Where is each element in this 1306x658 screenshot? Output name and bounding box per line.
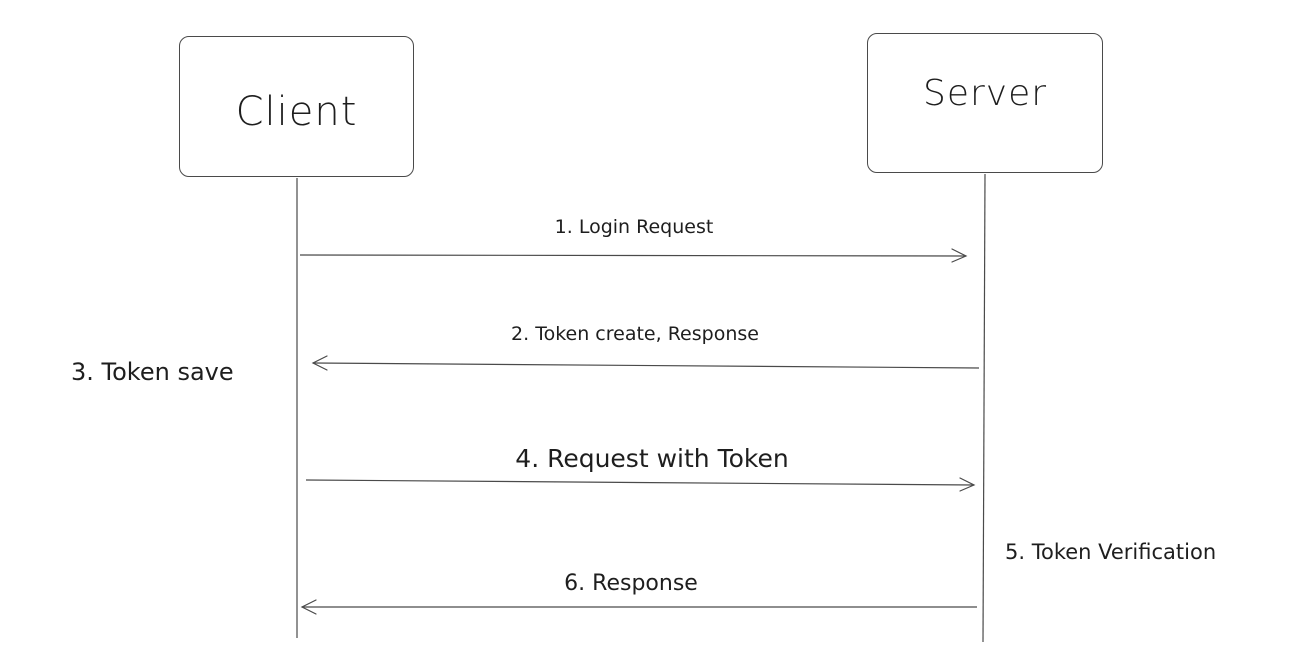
arrow-response: [300, 599, 977, 615]
note-token-save: 3. Token save: [71, 358, 234, 386]
arrow-request-with-token: [305, 477, 976, 492]
server-label: Server: [922, 72, 1048, 114]
client-participant: Client: [179, 36, 414, 177]
server-participant: Server: [867, 33, 1103, 173]
client-label: Client: [235, 88, 358, 135]
arrow-login-request: [299, 248, 968, 263]
note-token-verification: 5. Token Verification: [1005, 540, 1217, 564]
message-request-with-token: 4. Request with Token: [515, 444, 789, 473]
message-login-request: 1. Login Request: [554, 216, 714, 238]
server-lifeline: [982, 173, 986, 643]
arrow-token-create-response: [311, 355, 980, 371]
message-token-create-response: 2. Token create, Response: [511, 323, 759, 345]
message-response: 6. Response: [564, 571, 698, 596]
